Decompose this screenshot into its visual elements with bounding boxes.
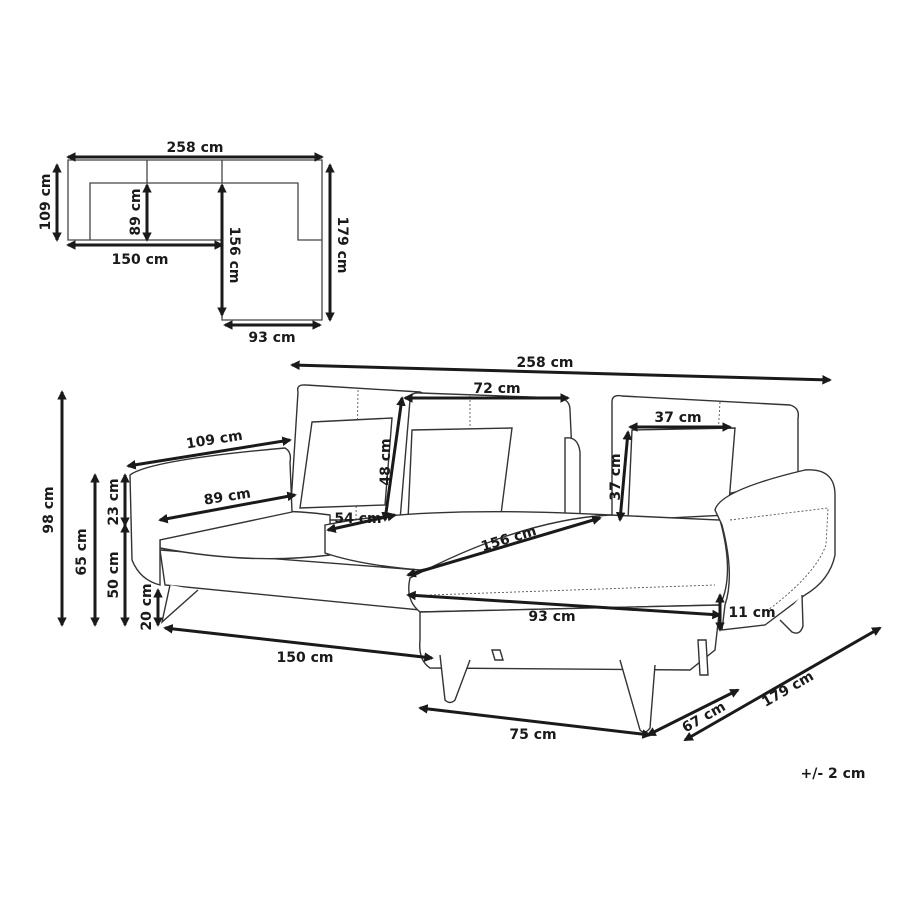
sofa-dimension-arrow (418, 704, 652, 739)
plan-dimension-label: 150 cm (112, 252, 169, 268)
sofa-dimension-arrow (290, 360, 832, 385)
sofa-dimension-label: 93 cm (528, 609, 575, 625)
sofa-dimension-label: 37 cm (654, 410, 701, 426)
sofa-dimension-arrow (158, 491, 297, 524)
sofa-dimension-label: 150 cm (277, 650, 334, 666)
sofa-dimension-label: 48 cm (378, 438, 394, 485)
sofa-dimension-arrow (646, 688, 740, 737)
sofa-dimension-arrow (381, 396, 406, 522)
sofa-illustration (129, 384, 836, 733)
sofa-dimension-arrow (163, 624, 434, 662)
dimension-labels: 258 cm 109 cm 89 cm 150 cm 156 cm 179 cm 93 cm… (38, 140, 817, 743)
sofa-dimension-label: 37 cm (608, 453, 624, 500)
plan-dimension-label: 258 cm (167, 140, 224, 156)
sofa-dimension-arrow (326, 511, 397, 534)
sofa-dimension-label: 179 cm (759, 668, 816, 710)
plan-dimension-label: 109 cm (38, 174, 54, 231)
sofa-dimension-arrow (406, 515, 602, 578)
sofa-dimension-label: 65 cm (74, 528, 90, 575)
sofa-dimension-arrow (615, 430, 633, 522)
plan-dimension-label: 89 cm (128, 188, 144, 235)
plan-dimension-label: 156 cm (226, 227, 242, 284)
sofa-dimension-label: 20 cm (139, 583, 155, 630)
sofa-dimension-label: 89 cm (203, 485, 252, 508)
sofa-dimension-label: 258 cm (517, 355, 574, 371)
sofa-dimension-arrow (126, 436, 292, 470)
sofa-dimension-arrow (406, 590, 722, 620)
sofa-dimension-label: 75 cm (509, 727, 556, 743)
plan-view (67, 159, 323, 321)
sofa-dimension-label: 11 cm (728, 605, 775, 621)
sofa-dimension-label: 98 cm (41, 486, 57, 533)
sofa-dimension-label: 72 cm (473, 381, 520, 397)
plan-dimension-label: 93 cm (248, 330, 295, 346)
plan-dimension-label: 179 cm (334, 217, 350, 274)
sofa-dimension-label: 50 cm (106, 551, 122, 598)
dimension-arrows (52, 152, 882, 742)
sofa-dimension-label: 54 cm (334, 511, 381, 527)
sofa-dimension-label: 23 cm (106, 478, 122, 525)
tolerance-note: +/- 2 cm (800, 766, 865, 782)
